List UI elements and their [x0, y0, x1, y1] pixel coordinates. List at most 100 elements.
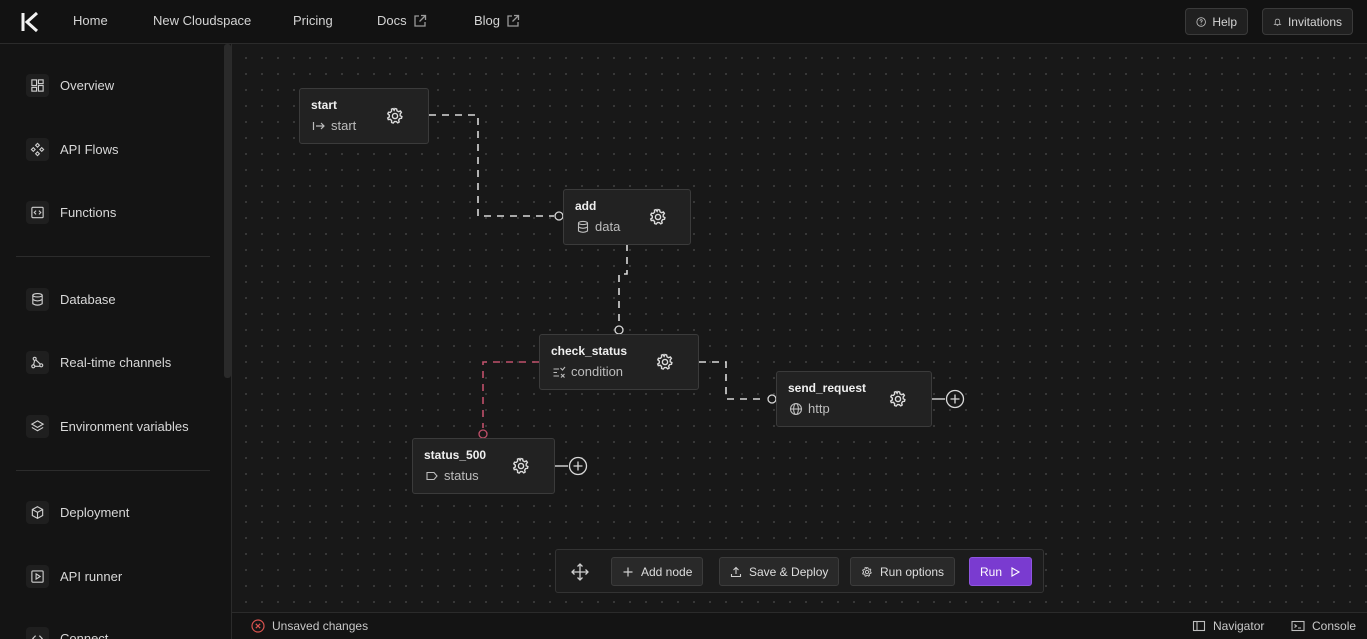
sidebar-scrollbar[interactable] [224, 44, 231, 378]
edge-handle [478, 429, 488, 439]
move-icon[interactable] [570, 562, 590, 582]
console-toggle[interactable]: Console [1291, 619, 1356, 633]
node-title: start [311, 98, 338, 112]
arrow-right-icon [312, 121, 325, 130]
sidebar-item-api-runner[interactable]: API runner [26, 565, 122, 588]
status-bar: Unsaved changes Navigator Console [232, 612, 1367, 639]
gear-icon [862, 566, 872, 577]
help-button-label: Help [1212, 14, 1237, 29]
run-button-label: Run [980, 564, 1003, 579]
plus-icon [623, 567, 633, 576]
sidebar: Overview API Flows Functions Database [0, 44, 232, 639]
flow-node-send-request[interactable]: send_request http [776, 371, 932, 427]
node-title: status_500 [424, 448, 487, 462]
edge-handle [767, 394, 777, 404]
node-type: http [789, 401, 830, 416]
gear-icon[interactable] [655, 352, 675, 372]
sidebar-item-label: Deployment [60, 505, 130, 520]
node-type: status [425, 468, 479, 483]
nav-blog-label: Blog [474, 13, 501, 28]
database-icon [577, 220, 589, 233]
sidebar-item-label: Real-time channels [60, 355, 172, 370]
help-button[interactable]: Help [1185, 8, 1248, 35]
nav-new-cloudspace-label: New Cloudspace [153, 13, 252, 28]
upload-icon [730, 566, 742, 577]
nav-blog[interactable]: Blog [474, 13, 520, 28]
node-type: data [576, 219, 620, 234]
flow-node-status-500[interactable]: status_500 status [412, 438, 555, 494]
bell-icon [1273, 18, 1282, 26]
grid-icon [26, 74, 49, 97]
node-type-label: http [808, 401, 830, 416]
nav-pricing[interactable]: Pricing [293, 13, 333, 28]
play-icon [26, 565, 49, 588]
navigator-toggle[interactable]: Navigator [1192, 619, 1264, 633]
external-link-icon [413, 14, 426, 27]
layers-icon [26, 415, 49, 438]
sidebar-item-api-flows[interactable]: API Flows [26, 138, 119, 161]
sidebar-item-label: API Flows [60, 142, 119, 157]
sidebar-item-label: Overview [60, 78, 115, 93]
add-node-button[interactable]: Add node [611, 557, 704, 586]
run-options-button-label: Run options [880, 564, 945, 579]
edge-handle [614, 325, 624, 335]
tag-icon [426, 471, 438, 480]
gear-icon[interactable] [648, 207, 668, 227]
node-type-label: data [595, 219, 621, 234]
navigator-label: Navigator [1213, 619, 1265, 633]
nav-new-cloudspace[interactable]: New Cloudspace [153, 13, 251, 28]
add-node-plus-icon[interactable] [945, 389, 965, 409]
invitations-button-label: Invitations [1287, 14, 1342, 29]
console-label: Console [1312, 619, 1357, 633]
nav-pricing-label: Pricing [293, 13, 333, 28]
edge-start-add [429, 114, 554, 217]
edge-check-status500 [482, 361, 539, 428]
edge-check-send [699, 361, 766, 400]
connect-icon [26, 627, 49, 639]
save-deploy-button-label: Save & Deploy [749, 564, 829, 579]
nav-docs[interactable]: Docs [377, 13, 427, 28]
add-node-plus-icon[interactable] [568, 456, 588, 476]
node-type-label: start [331, 118, 357, 133]
gear-icon[interactable] [888, 389, 908, 409]
edge-add-check [618, 244, 628, 324]
flow-icon [26, 138, 49, 161]
channels-icon [26, 351, 49, 374]
run-options-button[interactable]: Run options [850, 557, 956, 586]
node-title: check_status [551, 344, 628, 358]
invitations-button[interactable]: Invitations [1262, 8, 1353, 35]
node-title: add [575, 199, 597, 213]
sidebar-divider [16, 256, 210, 257]
gear-icon[interactable] [385, 106, 405, 126]
unsaved-changes-label: Unsaved changes [272, 619, 369, 633]
sidebar-item-database[interactable]: Database [26, 288, 116, 311]
node-type-label: condition [571, 364, 624, 379]
sidebar-item-functions[interactable]: Functions [26, 201, 116, 224]
unsaved-changes-status: Unsaved changes [251, 619, 368, 633]
sidebar-item-overview[interactable]: Overview [26, 74, 114, 97]
flow-node-check-status[interactable]: check_status condition [539, 334, 699, 390]
flow-canvas[interactable]: start start add data [232, 44, 1367, 612]
sidebar-item-environment-variables[interactable]: Environment variables [26, 415, 189, 438]
node-type: start [312, 118, 356, 133]
flow-toolbar: Add node Save & Deploy Run options Run [555, 549, 1044, 593]
sidebar-item-label: Connect [60, 631, 109, 639]
run-button[interactable]: Run [969, 557, 1033, 586]
globe-icon [789, 402, 803, 415]
flow-node-start[interactable]: start start [299, 88, 429, 144]
save-deploy-button[interactable]: Save & Deploy [719, 557, 840, 586]
flow-edges [429, 114, 945, 467]
sidebar-item-realtime-channels[interactable]: Real-time channels [26, 351, 171, 374]
error-icon [251, 619, 265, 633]
sidebar-item-connect[interactable]: Connect [26, 627, 108, 639]
gear-icon[interactable] [511, 456, 531, 476]
flow-node-add[interactable]: add data [563, 189, 691, 245]
play-icon [1011, 566, 1021, 577]
node-type: condition [552, 364, 623, 379]
box-icon [26, 501, 49, 524]
help-icon [1196, 16, 1206, 27]
logo-icon[interactable] [19, 10, 43, 34]
top-navbar: Home New Cloudspace Pricing Docs Blog He… [0, 0, 1367, 44]
nav-home[interactable]: Home [73, 13, 108, 28]
sidebar-item-deployment[interactable]: Deployment [26, 501, 129, 524]
